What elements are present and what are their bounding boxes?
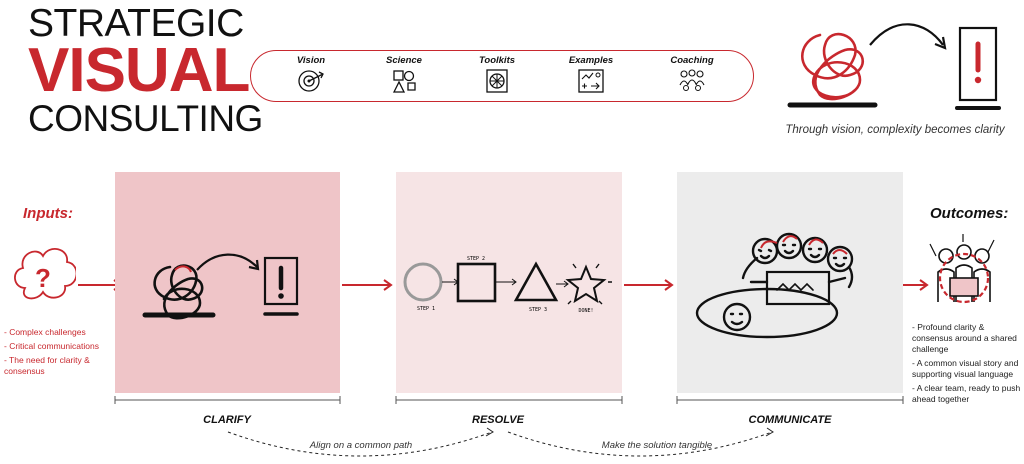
outcomes-item: - Profound clarity & consensus around a … xyxy=(912,322,1017,355)
tangle-icon xyxy=(787,32,878,108)
arrow-icon xyxy=(869,23,944,46)
brand-title: STRATEGIC VISUAL CONSULTING xyxy=(28,2,263,139)
stage-clarify: CLARIFY xyxy=(203,414,251,426)
nav-label: Examples xyxy=(568,55,614,66)
clarify-illustration xyxy=(142,253,299,320)
nav-item-coaching[interactable]: Coaching xyxy=(657,55,727,94)
step3-label: STEP 3 xyxy=(529,307,547,313)
step3-triangle-icon xyxy=(513,261,559,302)
step2-square-icon xyxy=(456,262,497,303)
flow-arrow-icon xyxy=(342,279,393,291)
nav-bar: Vision Science Toolkits Examples xyxy=(250,50,754,102)
step1-label: STEP 1 xyxy=(417,306,435,312)
resolve-illustration: STEP 1 STEP 2 STEP 3 DONE! xyxy=(403,256,612,314)
outcomes-item: - A common visual story and supporting v… xyxy=(912,358,1019,380)
brand-line-strategic: STRATEGIC xyxy=(28,2,244,45)
science-icon xyxy=(392,70,416,93)
inputs-item: - The need for clarity & consensus xyxy=(4,355,90,377)
nav-label: Toolkits xyxy=(478,55,516,66)
outcomes-list: - Profound clarity & consensus around a … xyxy=(912,322,1022,408)
stage-resolve: RESOLVE xyxy=(472,414,524,426)
done-label: DONE! xyxy=(578,308,593,314)
done-star-icon xyxy=(565,264,607,304)
team-icon xyxy=(695,232,854,339)
path-label-align: Align on a common path xyxy=(309,440,413,451)
toolkits-icon xyxy=(486,69,508,93)
exclamation-sign-icon xyxy=(955,26,1001,110)
nav-item-toolkits[interactable]: Toolkits xyxy=(462,55,532,94)
question-cloud-icon: ? xyxy=(14,248,76,300)
coaching-icon xyxy=(679,69,705,91)
flow-arrow-icon xyxy=(624,279,674,291)
exclamation-sign-icon xyxy=(263,256,299,316)
step1-circle-icon xyxy=(403,262,443,302)
inputs-item: - Complex challenges xyxy=(4,327,86,337)
brand-line-consulting: CONSULTING xyxy=(28,98,263,139)
tangle-icon xyxy=(142,264,216,320)
team-outcome-icon xyxy=(929,234,995,304)
inputs-list: - Complex challenges - Critical communic… xyxy=(4,327,104,380)
svg-text:?: ? xyxy=(35,263,51,293)
complexity-to-clarity-illustration xyxy=(787,23,1001,110)
outcomes-title: Outcomes: xyxy=(930,205,1009,222)
communicate-panel xyxy=(677,172,903,393)
arrow-icon xyxy=(196,253,258,271)
path-label-tangible: Make the solution tangible xyxy=(601,440,713,451)
vision-icon xyxy=(298,70,324,92)
nav-label: Coaching xyxy=(670,55,714,66)
clarify-panel xyxy=(115,172,340,393)
nav-label: Science xyxy=(386,55,422,66)
step2-label: STEP 2 xyxy=(467,256,485,262)
nav-label: Vision xyxy=(296,55,326,66)
examples-icon xyxy=(578,69,604,93)
stage-communicate: COMMUNICATE xyxy=(748,414,832,426)
nav-item-science[interactable]: Science xyxy=(369,55,439,94)
nav-item-examples[interactable]: Examples xyxy=(556,55,626,94)
resolve-panel: STEP 1 STEP 2 STEP 3 DONE! xyxy=(396,172,622,393)
communicate-illustration xyxy=(695,232,854,339)
nav-item-vision[interactable]: Vision xyxy=(276,55,346,94)
inputs-title: Inputs: xyxy=(23,205,73,222)
outcomes-item: - A clear team, ready to push ahead toge… xyxy=(912,383,1021,405)
inputs-item: - Critical communications xyxy=(4,341,99,352)
hero-tagline: Through vision, complexity becomes clari… xyxy=(785,124,1005,136)
brand-line-visual: VISUAL xyxy=(28,36,250,105)
